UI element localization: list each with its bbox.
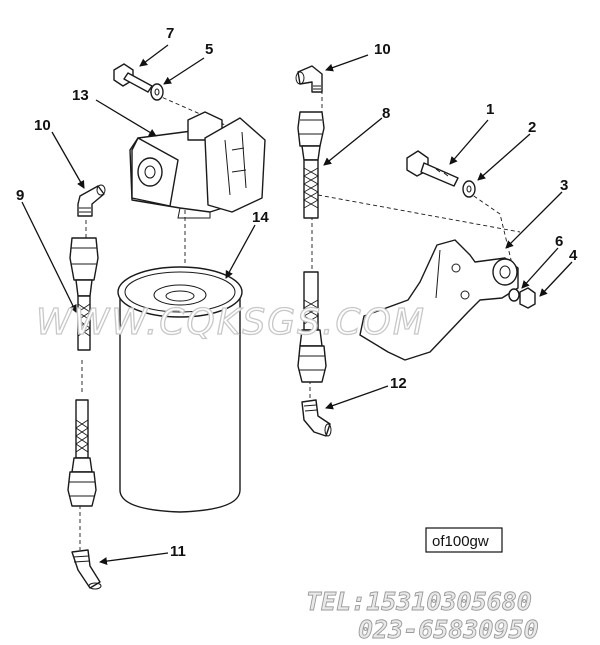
callout-10-left: 10: [34, 117, 51, 134]
nut-4: [519, 287, 536, 309]
callout-5: 5: [205, 41, 213, 58]
callout-7: 7: [166, 25, 174, 42]
elbow-fitting-11: [71, 549, 102, 590]
callout-9: 9: [16, 187, 24, 204]
callout-8: 8: [382, 105, 390, 122]
hose-assembly-9: [69, 237, 99, 351]
washer-6: [508, 288, 520, 302]
callout-3: 3: [560, 177, 568, 194]
callout-10-top: 10: [374, 41, 391, 58]
washer-2: [462, 180, 476, 198]
hose-assembly-8-lower: [297, 271, 327, 383]
hose-assembly-8: [297, 111, 325, 219]
callout-14: 14: [252, 209, 269, 226]
washer-5: [150, 83, 164, 101]
mounting-bracket: [359, 239, 519, 361]
filter-head: [129, 111, 266, 219]
spin-on-filter: [117, 266, 243, 513]
callout-12: 12: [390, 375, 407, 392]
callout-6: 6: [555, 233, 563, 250]
callout-13: 13: [72, 87, 89, 104]
callout-numbers: 7 5 10 13 10 8 1 2 3 9 14 6 4 12 11: [16, 25, 578, 560]
elbow-fitting-top: [295, 65, 323, 93]
watermark-text: WWW.CQKSGS.COM: [36, 302, 426, 343]
bolt-7: [113, 63, 153, 93]
callout-1: 1: [486, 101, 494, 118]
callout-4: 4: [569, 247, 578, 264]
drawing-code-box: of100gw: [425, 527, 503, 553]
assembly-centerlines: [79, 90, 521, 550]
drawing-code: of100gw: [432, 533, 489, 550]
contact-tel: TEL:15310305680: [306, 587, 532, 616]
elbow-fitting-left: [77, 184, 106, 217]
hose-assembly-9-lower: [67, 399, 97, 507]
callout-11: 11: [170, 543, 186, 560]
contact-phone: 023-65830950: [358, 615, 539, 644]
bolt-1: [406, 150, 459, 187]
leader-lines: [21, 44, 573, 566]
elbow-fitting-12: [301, 399, 332, 437]
callout-2: 2: [528, 119, 536, 136]
